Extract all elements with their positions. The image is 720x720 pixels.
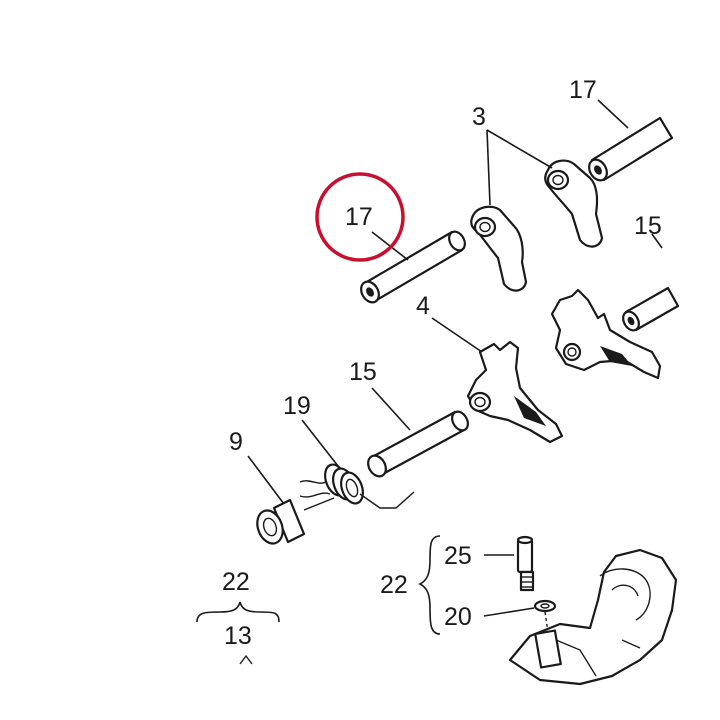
leader-3-b	[486, 129, 553, 169]
leader-20	[483, 607, 535, 617]
breather-fitting-25[interactable]	[516, 535, 535, 592]
shaft-17-highlighted[interactable]	[358, 229, 468, 306]
shift-fork-3-left[interactable]	[470, 205, 528, 292]
callout-15-right: 15	[634, 212, 662, 240]
washer-20[interactable]	[533, 599, 557, 613]
bushing-9[interactable]	[253, 497, 335, 547]
transmission-housing[interactable]	[508, 548, 678, 686]
brace-horizontal	[196, 601, 280, 623]
leader-9	[247, 455, 285, 505]
leader-3-a	[486, 129, 491, 206]
leader-4	[431, 317, 483, 353]
callout-3: 3	[472, 103, 486, 131]
callout-15-lower: 15	[349, 358, 377, 386]
callout-17-highlighted: 17	[345, 203, 373, 231]
callout-22-left: 22	[222, 568, 250, 596]
shift-fork-4[interactable]	[466, 340, 564, 444]
callout-9: 9	[229, 428, 243, 456]
shaft-17-top-right[interactable]	[586, 116, 674, 184]
callout-25: 25	[444, 542, 472, 570]
callout-17-top: 17	[569, 76, 597, 104]
leader-19	[301, 419, 339, 467]
highlight-ring	[315, 172, 405, 262]
part-fragment-bottom-left	[239, 654, 253, 665]
callout-13-left: 13	[224, 622, 252, 650]
leader-15-lower	[371, 387, 411, 431]
torsion-spring-19[interactable]	[299, 462, 415, 509]
leader-15-right	[651, 233, 663, 249]
shift-fork-right-partial[interactable]	[550, 288, 662, 380]
callout-20: 20	[444, 603, 472, 631]
brace-vertical	[418, 535, 441, 635]
shift-fork-3-right[interactable]	[544, 159, 604, 248]
shaft-15-lower[interactable]	[365, 409, 471, 480]
callout-4: 4	[416, 292, 430, 320]
callout-22-right: 22	[380, 571, 408, 599]
shaft-15-right-edge[interactable]	[620, 286, 680, 333]
callout-19: 19	[283, 392, 311, 420]
leader-17-top	[597, 99, 629, 129]
